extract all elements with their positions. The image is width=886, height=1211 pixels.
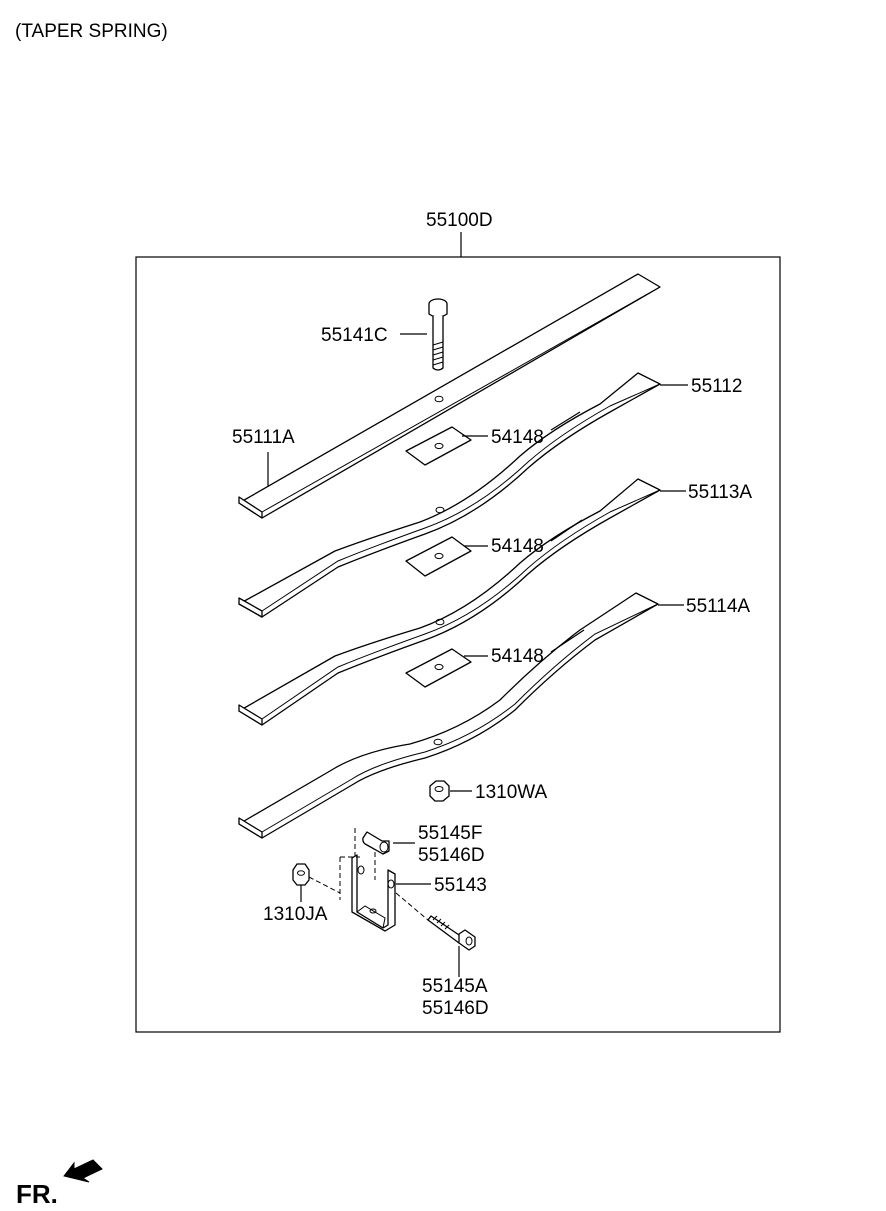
bushing-b-label[interactable]: 55146D [418,845,485,866]
nut-shackle-label[interactable]: 1310JA [263,904,328,925]
shackle-bracket[interactable] [351,854,396,932]
center-nut-icon[interactable] [429,780,450,802]
leaf-spring-1[interactable] [238,273,661,519]
shackle-nut-icon[interactable] [292,863,310,886]
bushing-a-label[interactable]: 55145F [418,823,482,844]
front-direction-label: FR. [16,1179,58,1209]
leaf-4-label[interactable]: 55114A [686,596,750,617]
spacer-3-label[interactable]: 54148 [491,646,544,667]
shackle-label[interactable]: 55143 [434,875,487,896]
leaf-spring-4[interactable] [238,592,659,839]
front-arrow-icon [63,1159,103,1183]
spacer-2-label[interactable]: 54148 [491,536,544,557]
bolt-top-label[interactable]: 55141C [321,325,388,346]
leaf-3-label[interactable]: 55113A [688,482,752,503]
shackle-bolt-a-label[interactable]: 55145A [422,976,488,997]
spacer-pad-2[interactable] [405,536,472,577]
nut-center-label[interactable]: 1310WA [475,782,547,803]
shackle-bushing[interactable] [362,831,390,855]
assembly-frame [135,256,781,1033]
leaf-1-label[interactable]: 55111A [232,427,295,448]
diagram-title: (TAPER SPRING) [15,21,168,42]
spacer-pad-3[interactable] [405,648,472,688]
leaf-2-label[interactable]: 55112 [691,376,742,397]
center-bolt[interactable] [428,298,448,371]
assembly-label[interactable]: 55100D [426,210,493,231]
shackle-bolt-b-label[interactable]: 55146D [422,998,489,1019]
shackle-bolt[interactable] [395,892,476,951]
spacer-pad-1[interactable] [405,426,472,466]
leaf-spring-3[interactable] [238,478,661,726]
leaf-spring-2[interactable] [238,372,661,618]
spacer-1-label[interactable]: 54148 [491,427,544,448]
